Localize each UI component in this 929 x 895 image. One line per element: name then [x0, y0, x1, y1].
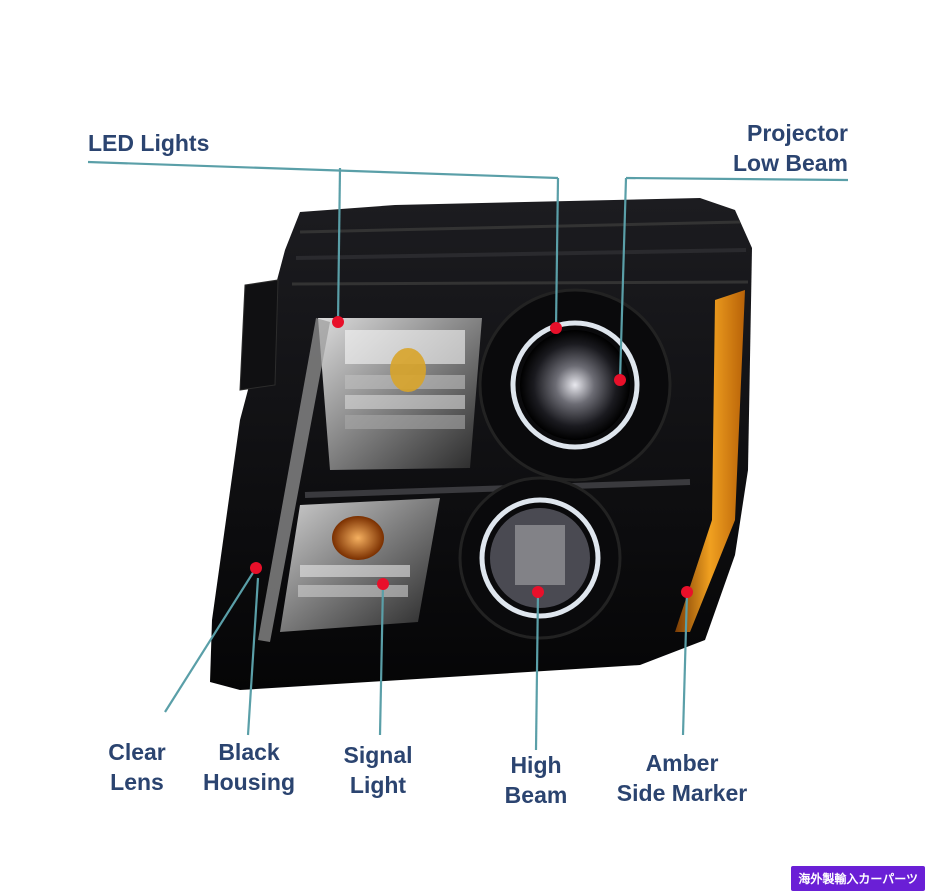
- label-amber-line2: Side Marker: [616, 780, 748, 806]
- label-led-lights-text: LED Lights: [88, 130, 210, 156]
- label-led-lights: LED Lights: [88, 128, 209, 158]
- projector-low-beam: [478, 288, 672, 482]
- label-amber-side-marker: Amber Side Marker: [598, 748, 766, 808]
- marker-dot: [532, 586, 544, 598]
- label-projector-line1: Projector: [747, 120, 848, 146]
- leader-amber-side: [681, 591, 689, 736]
- leader-signal-light: [378, 583, 385, 736]
- label-clear-line1: Clear: [108, 739, 166, 765]
- amber-side-marker: [675, 290, 745, 632]
- marker-dot: [614, 374, 626, 386]
- label-projector-low-beam: Projector Low Beam: [706, 118, 848, 178]
- label-clear-lens: Clear Lens: [96, 737, 178, 797]
- label-high-line1: High: [510, 752, 562, 778]
- leader-projector-down: [618, 177, 628, 381]
- reflector-lower: [280, 498, 440, 632]
- shop-badge: 海外製輸入カーパーツ: [791, 866, 925, 891]
- leader-clear-lens: [164, 567, 257, 713]
- label-signal-line1: Signal: [343, 742, 413, 768]
- leader-high-beam: [534, 591, 540, 751]
- label-signal-light: Signal Light: [330, 740, 426, 800]
- marker-dot: [681, 586, 693, 598]
- marker-dot: [377, 578, 389, 590]
- label-projector-line2: Low Beam: [732, 150, 848, 176]
- marker-dot: [550, 322, 562, 334]
- label-black-housing: Black Housing: [193, 737, 305, 797]
- leader-black-housing: [246, 577, 260, 736]
- label-black-line2: Housing: [203, 769, 295, 795]
- label-high-beam: High Beam: [490, 750, 582, 810]
- marker-dot: [332, 316, 344, 328]
- label-amber-line1: Amber: [645, 750, 719, 776]
- label-high-line2: Beam: [504, 782, 568, 808]
- marker-dots: [250, 316, 693, 598]
- reflector-upper: [318, 318, 482, 470]
- high-beam-bulb: [458, 476, 622, 640]
- leader-led-a: [336, 167, 342, 323]
- leader-projector: [625, 176, 849, 182]
- leader-led-lights: [87, 160, 559, 180]
- marker-dot: [250, 562, 262, 574]
- label-black-line1: Black: [218, 739, 280, 765]
- led-strip: [258, 318, 330, 642]
- label-clear-line2: Lens: [110, 769, 164, 795]
- leader-led-b: [554, 177, 560, 329]
- leader-lines: [87, 160, 849, 751]
- label-signal-line2: Light: [349, 772, 407, 798]
